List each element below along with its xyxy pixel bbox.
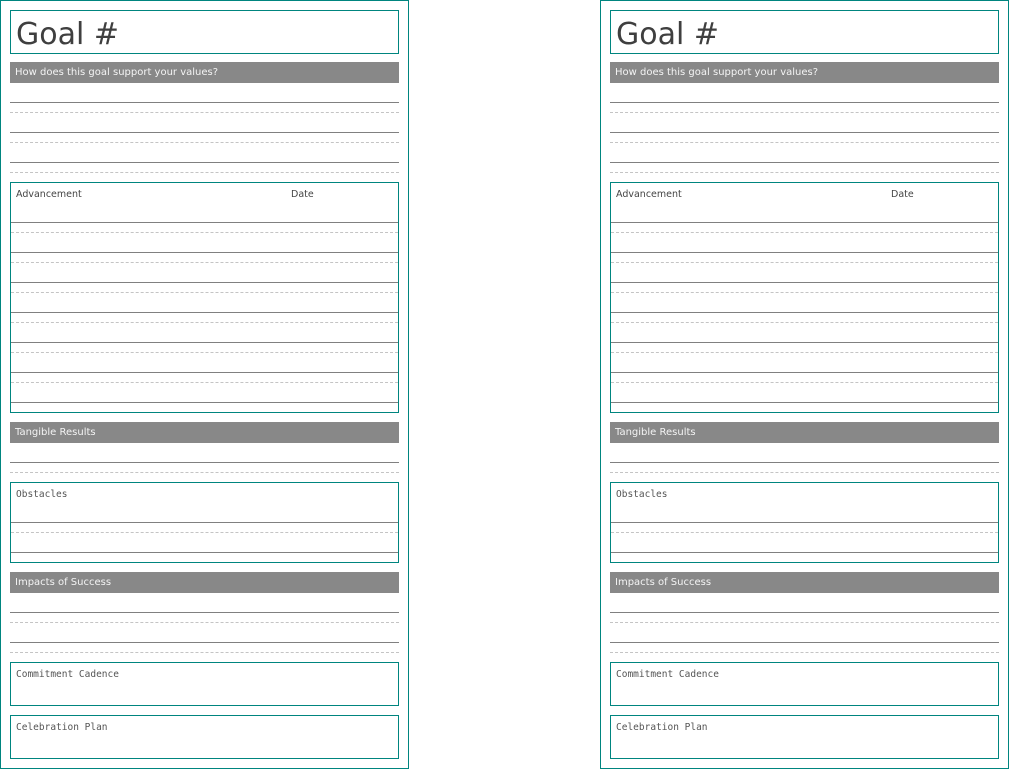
guide-line [610, 622, 999, 623]
obstacles-box[interactable]: Obstacles [10, 482, 399, 563]
advancement-label: Advancement [16, 189, 82, 200]
guide-line [11, 292, 398, 293]
writing-line [611, 552, 998, 553]
guide-line [10, 652, 399, 653]
commitment-cadence-box[interactable]: Commitment Cadence [610, 662, 999, 706]
guide-line [10, 112, 399, 113]
guide-line [610, 112, 999, 113]
obstacles-label: Obstacles [616, 489, 668, 500]
tangible-results-header: Tangible Results [610, 422, 999, 443]
impacts-header: Impacts of Success [610, 572, 999, 593]
commitment-cadence-box[interactable]: Commitment Cadence [10, 662, 399, 706]
guide-line [611, 292, 998, 293]
writing-line [11, 552, 398, 553]
writing-line [10, 132, 399, 133]
guide-line [611, 382, 998, 383]
guide-line [10, 472, 399, 473]
guide-line [10, 622, 399, 623]
celebration-plan-label: Celebration Plan [616, 722, 708, 733]
writing-line [10, 462, 399, 463]
goal-title-box[interactable]: Goal # [610, 10, 999, 54]
guide-line [10, 142, 399, 143]
goal-page: Goal # How does this goal support your v… [600, 0, 1009, 769]
date-label: Date [291, 189, 314, 200]
guide-line [611, 322, 998, 323]
guide-line [611, 352, 998, 353]
guide-line [610, 172, 999, 173]
writing-line [610, 132, 999, 133]
goal-title: Goal # [616, 17, 719, 52]
guide-line [610, 142, 999, 143]
writing-line [610, 642, 999, 643]
writing-line [610, 612, 999, 613]
celebration-plan-box[interactable]: Celebration Plan [610, 715, 999, 759]
guide-line [610, 652, 999, 653]
celebration-plan-box[interactable]: Celebration Plan [10, 715, 399, 759]
guide-line [11, 322, 398, 323]
writing-line [11, 312, 398, 313]
writing-line [11, 252, 398, 253]
values-header: How does this goal support your values? [610, 62, 999, 83]
writing-line [11, 342, 398, 343]
writing-line [611, 402, 998, 403]
writing-line [10, 612, 399, 613]
advancement-table[interactable]: Advancement Date [610, 182, 999, 413]
writing-line [611, 282, 998, 283]
writing-line [11, 522, 398, 523]
tangible-results-header: Tangible Results [10, 422, 399, 443]
writing-line [611, 342, 998, 343]
advancement-table[interactable]: Advancement Date [10, 182, 399, 413]
guide-line [610, 472, 999, 473]
guide-line [11, 352, 398, 353]
commitment-cadence-label: Commitment Cadence [16, 669, 119, 680]
commitment-cadence-label: Commitment Cadence [616, 669, 719, 680]
celebration-plan-label: Celebration Plan [16, 722, 108, 733]
writing-line [611, 312, 998, 313]
goal-title: Goal # [16, 17, 119, 52]
writing-line [11, 282, 398, 283]
writing-line [610, 462, 999, 463]
writing-line [610, 162, 999, 163]
guide-line [611, 532, 998, 533]
goal-title-box[interactable]: Goal # [10, 10, 399, 54]
writing-line [10, 162, 399, 163]
impacts-header: Impacts of Success [10, 572, 399, 593]
writing-line [610, 102, 999, 103]
guide-line [611, 262, 998, 263]
writing-line [11, 372, 398, 373]
guide-line [10, 172, 399, 173]
goal-page: Goal # How does this goal support your v… [0, 0, 409, 769]
writing-line [10, 102, 399, 103]
writing-line [611, 522, 998, 523]
writing-line [11, 222, 398, 223]
date-label: Date [891, 189, 914, 200]
guide-line [11, 532, 398, 533]
guide-line [11, 262, 398, 263]
guide-line [11, 232, 398, 233]
guide-line [11, 382, 398, 383]
writing-line [611, 252, 998, 253]
writing-line [611, 372, 998, 373]
obstacles-label: Obstacles [16, 489, 68, 500]
writing-line [11, 402, 398, 403]
advancement-label: Advancement [616, 189, 682, 200]
writing-line [611, 222, 998, 223]
guide-line [611, 232, 998, 233]
writing-line [10, 642, 399, 643]
obstacles-box[interactable]: Obstacles [610, 482, 999, 563]
values-header: How does this goal support your values? [10, 62, 399, 83]
